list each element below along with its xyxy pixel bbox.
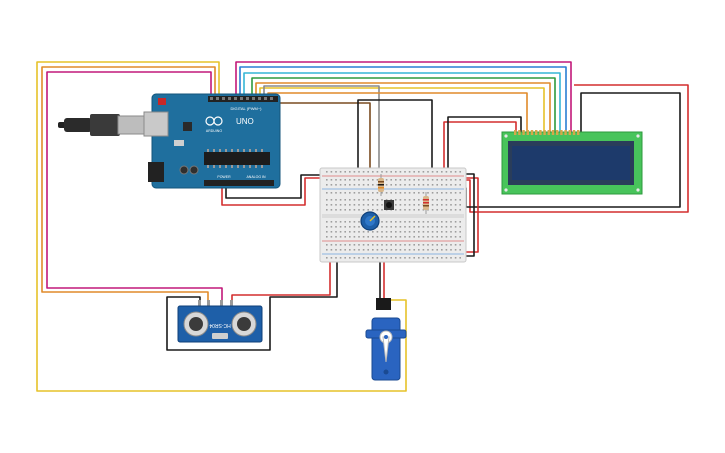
usb-cable-body xyxy=(64,118,92,132)
center-channel xyxy=(322,214,464,218)
lcd-screen xyxy=(512,146,630,180)
usb-plug-metal xyxy=(117,115,147,135)
wire-black-sensor xyxy=(166,255,338,351)
brand-label: ARDUINO xyxy=(206,129,222,133)
atmega-chip xyxy=(204,152,270,165)
digital-label: DIGITAL (PWM~) xyxy=(231,106,263,111)
wire-gray-potentiometer xyxy=(263,85,380,180)
arduino-power-jack xyxy=(148,162,164,182)
resistor-1[interactable] xyxy=(378,174,384,196)
usb-cable xyxy=(58,114,147,136)
capacitor xyxy=(179,165,189,175)
reset-button[interactable] xyxy=(158,98,166,105)
power-label: POWER xyxy=(217,175,231,179)
wire-black-gnd xyxy=(225,174,332,199)
wire-orange-breadboard xyxy=(267,92,528,132)
crystal xyxy=(174,140,184,146)
resistor-2[interactable] xyxy=(423,192,429,214)
wire-orange-lcd xyxy=(255,82,551,132)
wire-yellow-servo-signal xyxy=(36,61,407,392)
arduino-usb-port xyxy=(143,111,169,137)
servo-connector xyxy=(376,298,391,310)
usb-chip xyxy=(183,122,192,131)
wire-yellow-lcd xyxy=(259,87,545,132)
sensor-pins xyxy=(198,300,233,308)
uno-logo: UNO xyxy=(236,117,254,126)
wire-black-pot xyxy=(357,99,433,180)
wire-magenta-sensor xyxy=(46,71,223,304)
wire-red-sensor xyxy=(231,255,331,304)
lcd-pins xyxy=(514,130,580,135)
potentiometer[interactable] xyxy=(360,211,380,231)
wire-green-lcd xyxy=(251,77,556,132)
analog-label: ANALOG IN xyxy=(246,175,266,179)
usb-plug-housing xyxy=(90,114,120,136)
arduino-uno[interactable]: DIGITAL (PWM~) UNO ARDUINO POWER ANALOG … xyxy=(143,93,281,189)
ultrasonic-sensor[interactable]: HC-SR04 xyxy=(177,300,263,343)
breadboard[interactable] xyxy=(319,167,467,263)
lcd-16x2[interactable] xyxy=(501,130,643,195)
servo-motor[interactable] xyxy=(365,298,407,381)
sensor-model-label: HC-SR04 xyxy=(209,322,231,328)
wire-orange-sensor xyxy=(41,66,216,304)
wire-red-lcd-right xyxy=(443,84,689,213)
push-button[interactable] xyxy=(384,200,394,210)
wire-blue-lcd xyxy=(239,66,567,132)
sensor-crystal xyxy=(212,333,228,339)
breadboard-holes xyxy=(326,171,461,259)
wire-cyan-lcd xyxy=(243,72,561,132)
wire-red-5v xyxy=(221,177,332,206)
wire-magenta-lcd xyxy=(235,61,572,132)
power-header xyxy=(204,180,274,186)
